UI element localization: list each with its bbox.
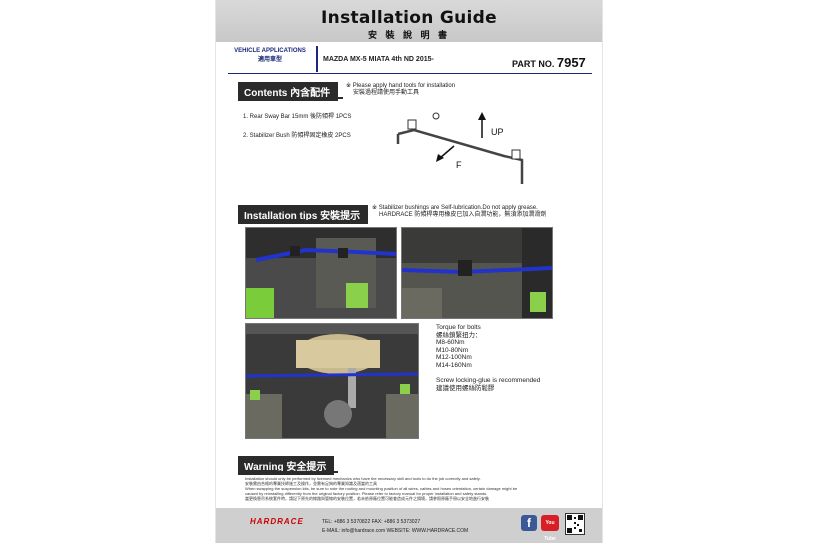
page-title-cn: 安 裝 說 明 書 (367, 30, 450, 40)
torque-m8: M8-60Nm (436, 339, 465, 346)
vehicle-applications-label: VEHICLE APPLICATIONS 適用車型 (228, 48, 312, 68)
warning-line-5: 當更換懸吊系統套件時，請記下原先的線路與管線的安裝位置，若未依原廠位置可能會造成… (245, 496, 489, 501)
tips-note-cn: HARDRACE 防傾桿專用橡皮已加入自潤功能，無須添加潤滑劑 (379, 212, 547, 218)
warning-text: Installation should only be performed by… (245, 476, 585, 501)
installation-tips-underline (238, 220, 368, 222)
contents-heading: Contents 內含配件 (238, 82, 339, 101)
sway-bar-shape (397, 128, 524, 184)
torque-m14: M14-160Nm (436, 361, 472, 369)
locking-glue-note-cn: 建議使用螺絲防鬆膠 (436, 384, 495, 392)
contents-underline (238, 97, 343, 99)
torque-heading-cn: 螺絲鎖緊扭力： (436, 331, 482, 339)
mount-circle (432, 112, 440, 120)
header-rule (228, 73, 592, 74)
footer-bar: HARDRACE TEL: +886 3 5370822 FAX: +886 3… (216, 508, 602, 543)
torque-spec: Torque for bolts 螺絲鎖緊扭力： M8-60Nm M10-80N… (436, 324, 540, 392)
facebook-icon[interactable]: f (521, 515, 537, 531)
warning-line-3: When swapping the suspension kits, be su… (245, 486, 518, 491)
installation-guide-page: Installation Guide 安 裝 說 明 書 VEHICLE APP… (215, 0, 603, 543)
contact-info: TEL: +886 3 5370822 FAX: +886 3 5373027 … (322, 518, 468, 536)
header-bar: Installation Guide 安 裝 說 明 書 (216, 0, 602, 42)
hardrace-logo: HARDRACE (250, 517, 304, 526)
contents-item-2: 2. Stabilizer Bush 防傾桿固定橡皮 2PCS (243, 133, 351, 139)
warning-underline (238, 471, 338, 473)
contents-note-cn: 安裝過程請使用手動工具 (353, 90, 420, 96)
locking-glue-note: Screw locking-glue is recommended (436, 377, 541, 384)
page-title: Installation Guide (321, 8, 497, 28)
f-label: F (456, 160, 462, 170)
tips-note-en: ※ Stabilizer bushings are Self-lubricati… (372, 205, 538, 211)
bushing-right (511, 149, 521, 160)
photo-underbody-exhaust (245, 323, 419, 439)
photo-sway-bar-left-art (246, 228, 396, 318)
warning-line-1: Installation should only be performed by… (245, 476, 481, 481)
qr-code-pattern (567, 515, 583, 533)
contents-note: ※ Please apply hand tools for installati… (346, 83, 455, 97)
warning-line-2: 安裝需由合格的專業技師施工及操作，並需有足夠的專業知識及適當的工具 (245, 481, 377, 486)
forward-arrowhead-icon (436, 154, 444, 162)
part-number: PART NO. 7957 (512, 55, 586, 70)
up-arrowhead-icon (478, 112, 486, 120)
torque-heading: Torque for bolts (436, 324, 481, 331)
bushing-left (407, 119, 417, 130)
torque-m10: M10-80Nm (436, 346, 469, 354)
warning-heading: Warning 安全提示 (238, 456, 335, 475)
warning-line-4: caused by reinstalling differently from … (245, 491, 488, 496)
part-number-label: PART NO. (512, 59, 555, 69)
tips-note: ※ Stabilizer bushings are Self-lubricati… (372, 205, 546, 219)
vehicle-name: MAZDA MX-5 MIATA 4th ND 2015- (323, 56, 434, 63)
sway-bar-diagram: UP F (396, 112, 524, 184)
vehicle-label-cn: 適用車型 (257, 57, 282, 63)
contents-item-1: 1. Rear Sway Bar 15mm 後防傾桿 1PCS (243, 114, 352, 120)
youtube-icon[interactable]: You Tube (541, 515, 559, 542)
installation-tips-heading: Installation tips 安裝提示 (238, 205, 369, 224)
vehicle-divider (316, 46, 318, 72)
forward-arrow-icon (439, 145, 455, 159)
photo-underbody-exhaust-art (246, 324, 418, 438)
vehicle-label-en: VEHICLE APPLICATIONS (234, 48, 306, 54)
part-number-value: 7957 (556, 55, 586, 70)
photo-sway-bar-right-art (402, 228, 552, 318)
photo-sway-bar-left (245, 227, 397, 319)
contact-tel-fax: TEL: +886 3 5370822 FAX: +886 3 5373027 (322, 519, 421, 525)
qr-code-icon (565, 513, 585, 535)
contact-email-website: E-MAIL: info@hardrace.com WEBSITE: WWW.H… (322, 528, 469, 534)
photo-sway-bar-right (401, 227, 553, 319)
torque-m12: M12-100Nm (436, 354, 472, 361)
up-label: UP (491, 127, 504, 137)
contents-note-en: ※ Please apply hand tools for installati… (346, 83, 456, 89)
